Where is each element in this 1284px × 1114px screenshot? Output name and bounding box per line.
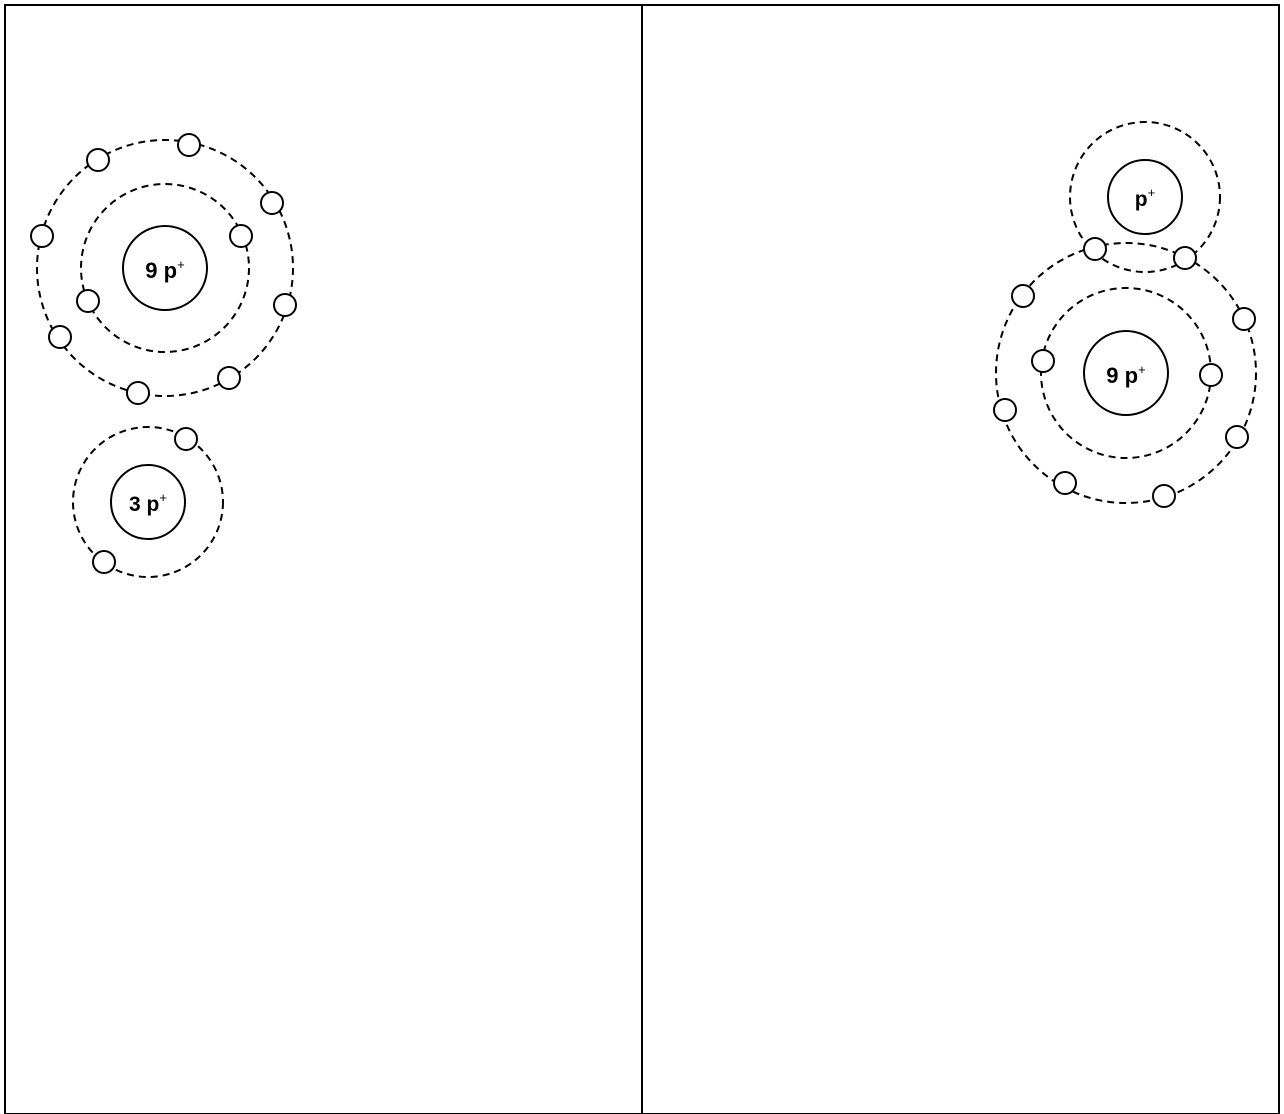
electron (93, 551, 115, 573)
electron (994, 399, 1016, 421)
electron (1012, 285, 1034, 307)
right-panel: p+ 9 p+ (994, 122, 1256, 507)
atom-nine-proton-right: 9 p+ (994, 238, 1256, 507)
electron (1233, 308, 1255, 330)
shared-electron (1174, 247, 1196, 269)
electron (49, 326, 71, 348)
electron (1226, 426, 1248, 448)
electron (1054, 472, 1076, 494)
left-panel: 9 p+ 3 p+ (31, 134, 296, 577)
electron (175, 428, 197, 450)
electron (1032, 350, 1054, 372)
electron (127, 382, 149, 404)
atom-three-proton: 3 p+ (73, 427, 223, 577)
electron (1153, 485, 1175, 507)
electron (230, 225, 252, 247)
electron (31, 225, 53, 247)
electron (274, 294, 296, 316)
electron (1200, 364, 1222, 386)
atom-nine-proton-left: 9 p+ (31, 134, 296, 404)
electron (261, 192, 283, 214)
electron (218, 367, 240, 389)
electron (87, 149, 109, 171)
electron (178, 134, 200, 156)
shared-electron (1084, 238, 1106, 260)
electron (77, 290, 99, 312)
